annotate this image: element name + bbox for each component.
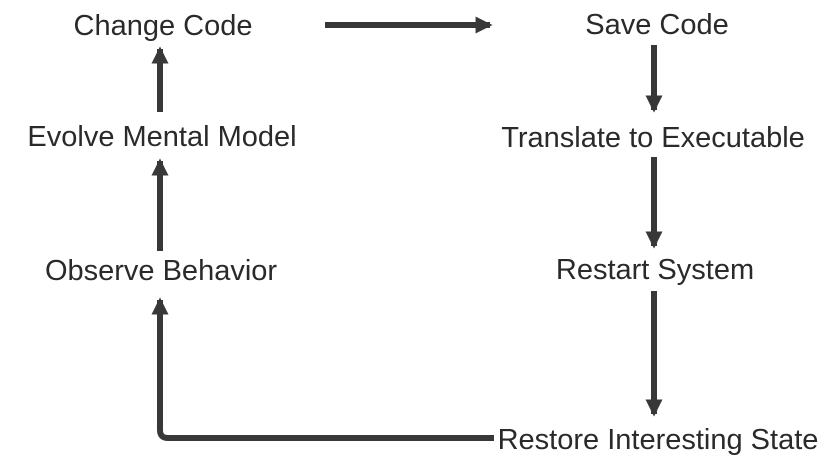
node-restore-interesting-state: Restore Interesting State [497,424,819,457]
node-change-code: Change Code [73,10,253,43]
node-translate-to-executable: Translate to Executable [501,122,805,155]
node-evolve-mental-model: Evolve Mental Model [27,121,297,154]
arrow-restore-interesting-state-to-observe-behavior [151,297,494,441]
node-save-code: Save Code [585,9,729,42]
node-restart-system: Restart System [555,254,755,287]
node-observe-behavior: Observe Behavior [44,255,278,288]
